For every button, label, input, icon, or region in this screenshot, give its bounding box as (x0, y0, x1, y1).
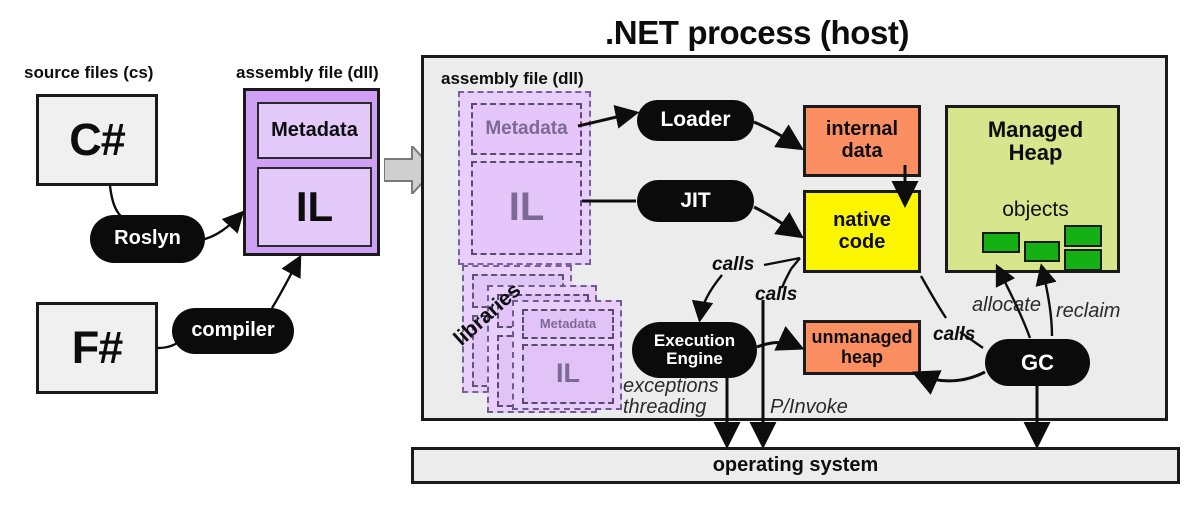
operating-system-label: operating system (712, 453, 879, 476)
source-box-csharp-label: C# (69, 113, 126, 165)
assembly-left-metadata: Metadata (257, 102, 372, 159)
operating-system-bar[interactable]: operating system (411, 447, 1180, 484)
process-assembly-main[interactable]: Metadata IL (458, 91, 591, 265)
block-native-code[interactable]: native code (803, 190, 921, 273)
block-internal-data[interactable]: internal data (803, 105, 921, 177)
library-assembly-3-metadata: Metadata (522, 309, 614, 339)
pill-loader-label: Loader (660, 108, 731, 132)
assembly-file-label-left: assembly file (dll) (236, 63, 379, 82)
process-assembly-metadata: Metadata (471, 103, 582, 155)
edge-label-reclaim: reclaim (1056, 300, 1121, 322)
pill-roslyn-label: Roslyn (114, 227, 181, 250)
library-assembly-3-il-label: IL (556, 358, 580, 389)
process-assembly-metadata-label: Metadata (485, 117, 568, 139)
assembly-left-il-label: IL (295, 183, 334, 231)
assembly-file-label-process: assembly file (dll) (441, 69, 584, 88)
pill-gc[interactable]: GC (985, 339, 1090, 386)
heap-object (1024, 241, 1060, 262)
edge-label-pinvoke: P/Invoke (770, 396, 848, 418)
assembly-left-il: IL (257, 167, 372, 247)
pill-compiler[interactable]: compiler (172, 308, 294, 354)
block-native-code-label: native code (833, 208, 891, 253)
edge-label-threading: threading (623, 396, 707, 418)
library-assembly-3-metadata-label: Metadata (539, 315, 597, 331)
block-unmanaged-heap-label: unmanaged heap (811, 327, 913, 367)
process-assembly-il: IL (471, 161, 582, 255)
block-internal-data-label: internal data (825, 118, 899, 162)
pill-gc-label: GC (1021, 349, 1054, 375)
page-title: .NET process (host) (605, 14, 910, 51)
pill-jit-label: JIT (680, 188, 711, 212)
pill-jit[interactable]: JIT (637, 180, 754, 222)
edge-label-calls-ee: calls (712, 254, 755, 275)
edge-label-exceptions: exceptions (623, 375, 719, 397)
library-assembly-3[interactable]: Metadata IL (512, 300, 622, 410)
source-box-csharp[interactable]: C# (36, 94, 158, 186)
pill-loader[interactable]: Loader (637, 100, 754, 141)
source-files-label: source files (cs) (24, 63, 154, 82)
managed-heap-objects-label: objects (1002, 198, 1069, 221)
pill-execution-engine-label: Execution Engine (653, 330, 736, 368)
edge-label-calls-gc: calls (933, 324, 976, 345)
edge-label-calls-pinvoke: calls (755, 284, 798, 305)
library-assembly-3-il: IL (522, 344, 614, 404)
pill-compiler-label: compiler (191, 319, 275, 342)
source-box-fsharp-label: F# (71, 321, 124, 373)
pill-roslyn[interactable]: Roslyn (90, 215, 205, 263)
managed-heap-title: Managed Heap (987, 117, 1084, 166)
source-box-fsharp[interactable]: F# (36, 302, 158, 394)
assembly-file-left[interactable]: Metadata IL (243, 88, 380, 256)
heap-object (982, 232, 1020, 253)
edge-label-allocate: allocate (972, 294, 1041, 316)
pill-execution-engine[interactable]: Execution Engine (632, 322, 757, 378)
managed-heap[interactable]: Managed Heap objects (945, 105, 1120, 273)
assembly-left-metadata-label: Metadata (271, 118, 358, 141)
heap-object (1064, 225, 1102, 247)
heap-object (1064, 249, 1102, 271)
process-assembly-il-label: IL (508, 185, 545, 230)
block-unmanaged-heap[interactable]: unmanaged heap (803, 320, 921, 375)
